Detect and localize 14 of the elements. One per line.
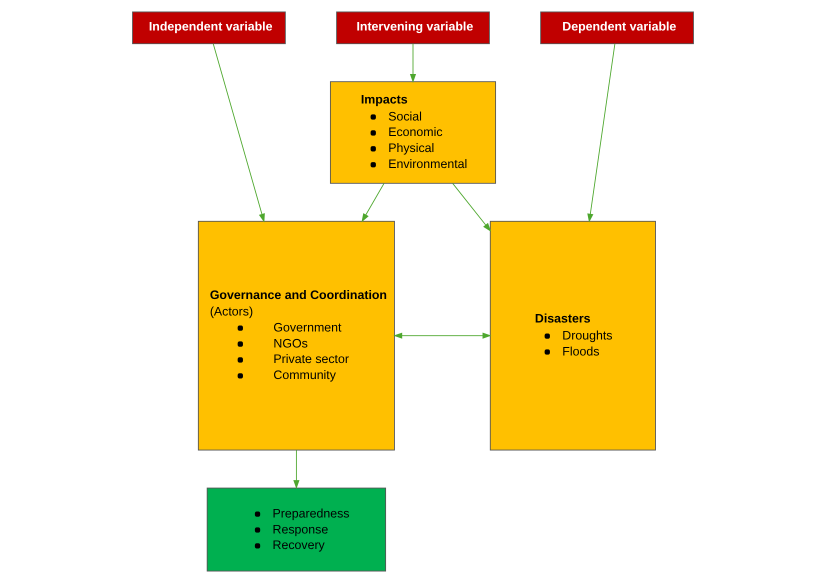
arrow (586, 43, 615, 223)
arrow (409, 43, 416, 83)
node-box: Independent variable (132, 11, 286, 44)
node-box: Preparedness Response Recovery (206, 488, 386, 572)
arrow (452, 182, 491, 232)
node-box: Intervening variable (336, 11, 490, 44)
arrow (361, 182, 384, 222)
node-box: Disasters Droughts Floods (489, 220, 656, 450)
arrow (212, 43, 264, 222)
node-box: Impacts Social Economic Physical Environmental (329, 81, 496, 184)
node-box: Dependent variable (540, 11, 694, 44)
arrow (292, 450, 299, 489)
arrow (392, 332, 491, 339)
node-box: Governance and Coordination (Actors) Government NGOs Private sector Community (197, 220, 394, 450)
